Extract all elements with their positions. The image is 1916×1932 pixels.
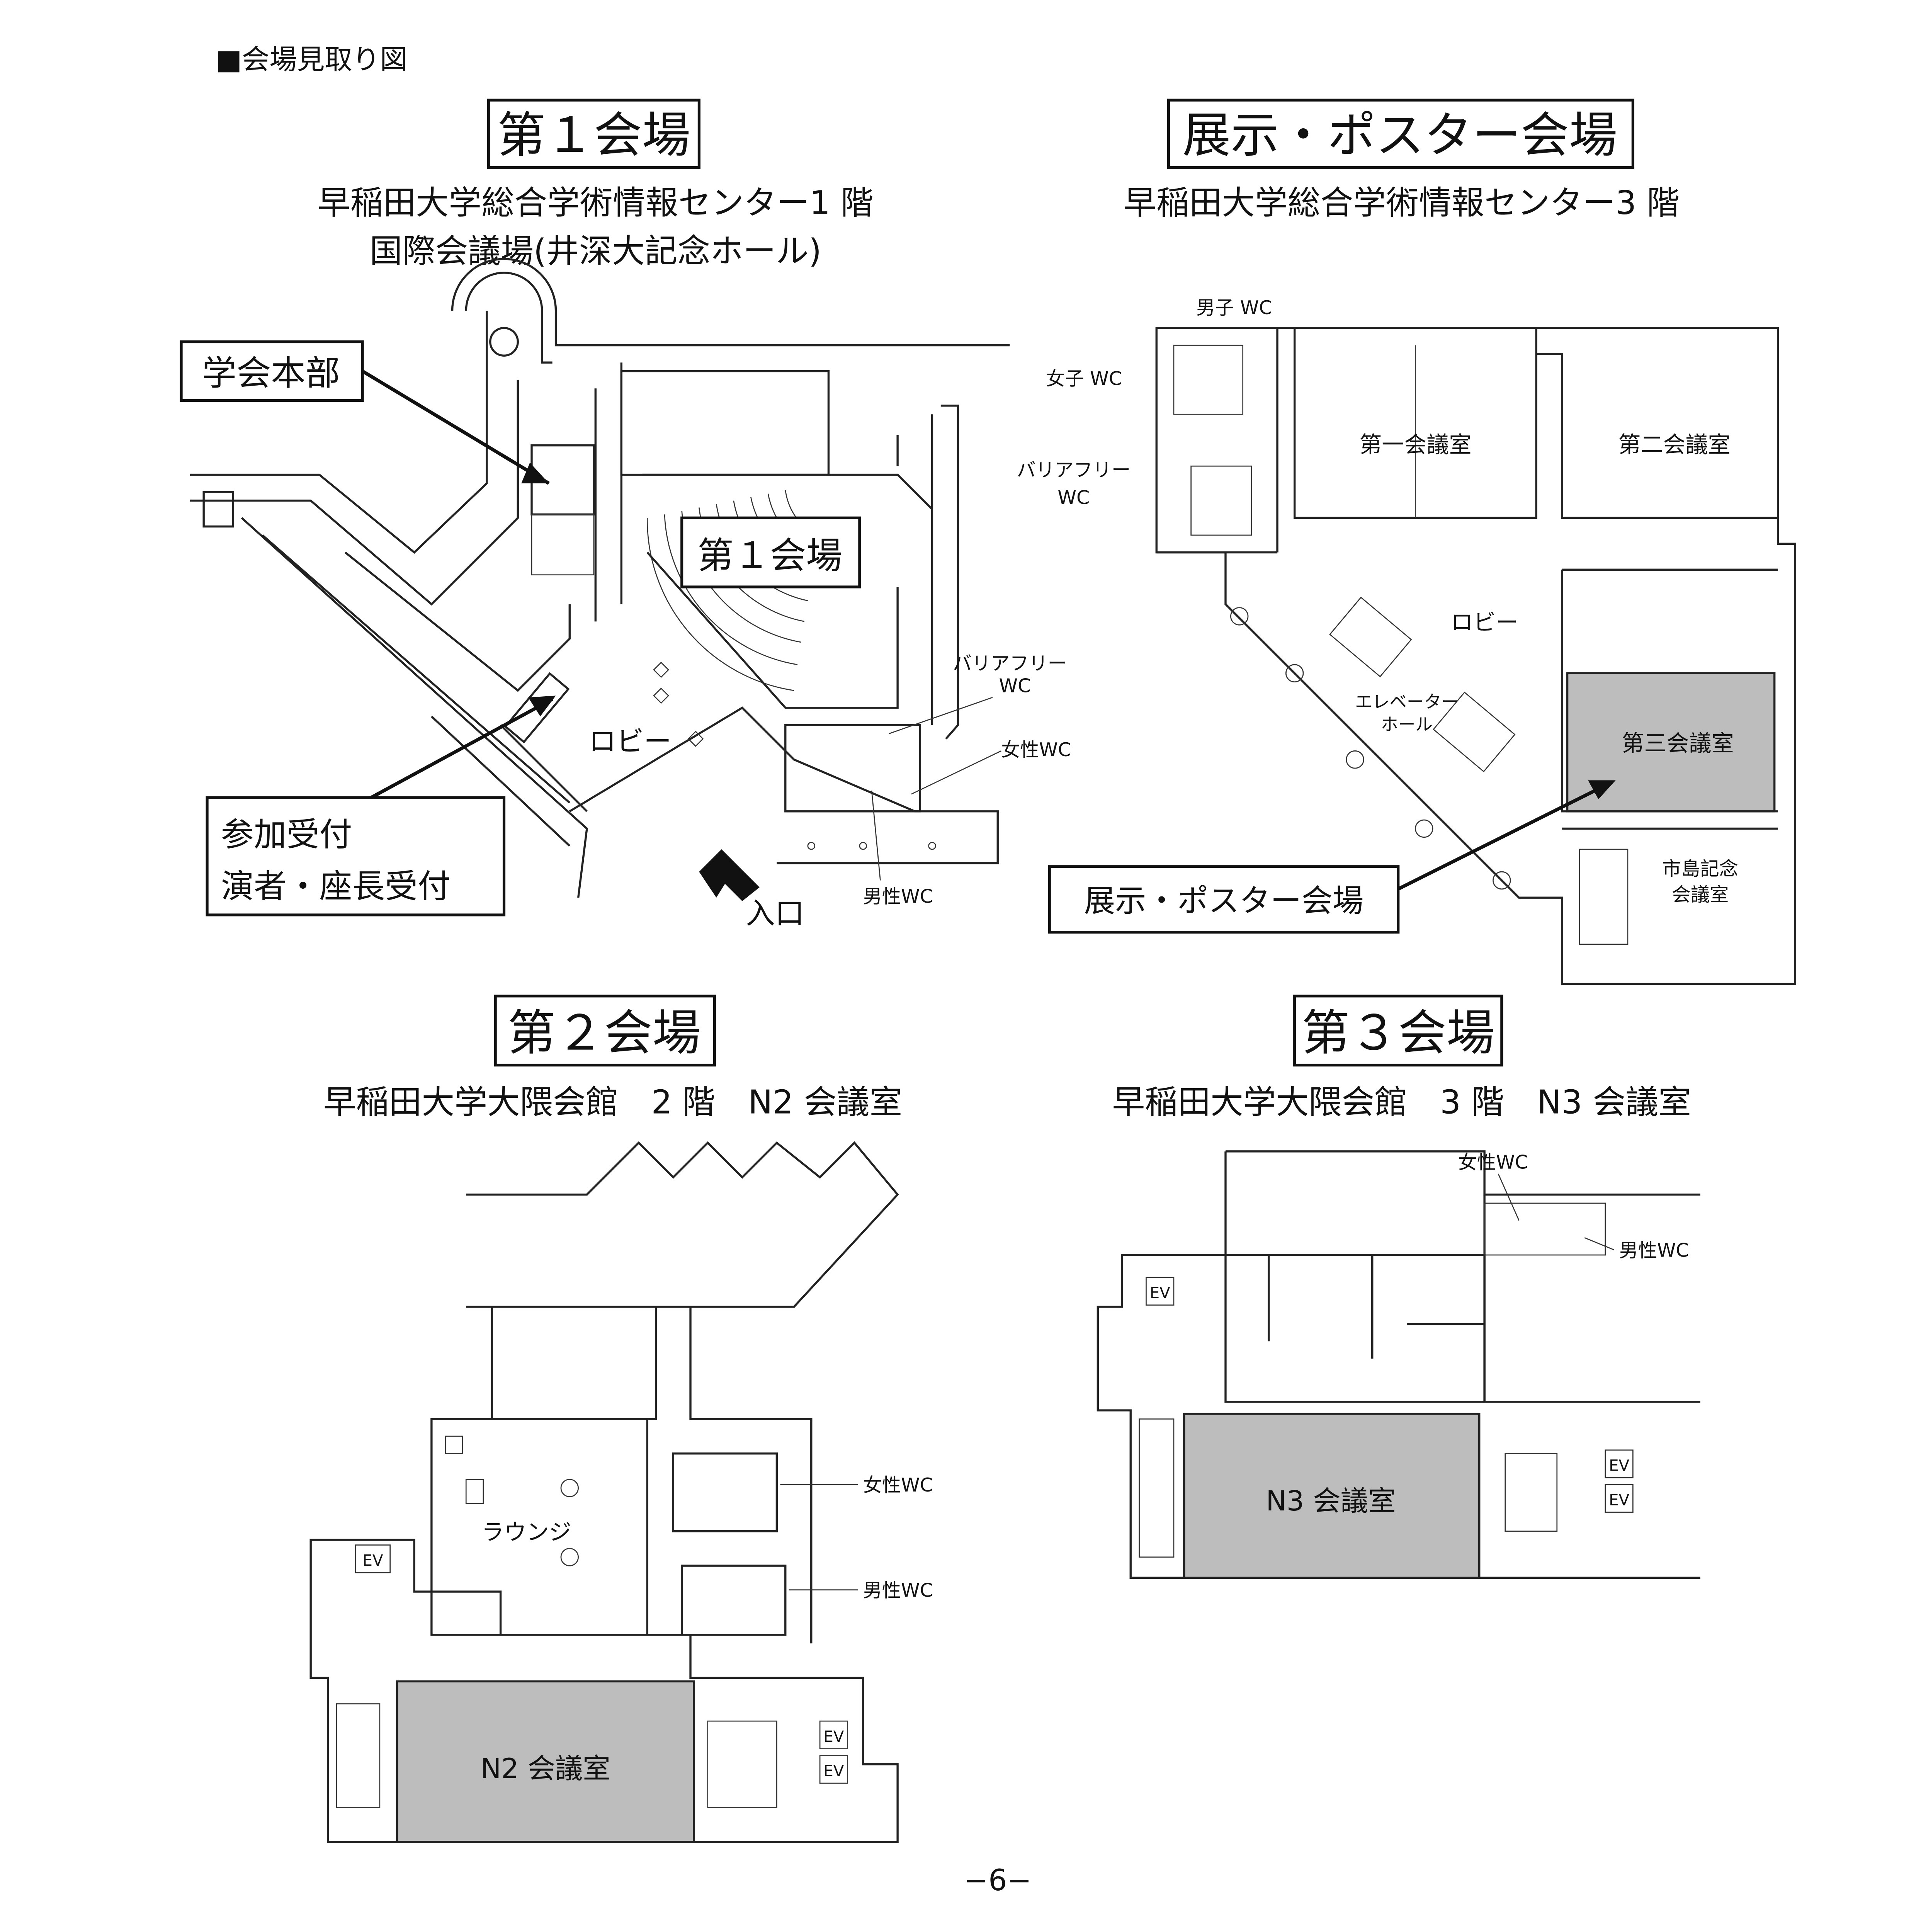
n2-room-shaded (396, 1680, 695, 1843)
women-wc-label: 女性WC (863, 1474, 933, 1496)
room-2-label: 第二会議室 (1618, 432, 1730, 458)
lobby-label: ロビー (1451, 609, 1518, 636)
venue-1-subtitle-1: 早稲田大学総合学術情報センター1 階 (318, 184, 874, 222)
svg-text:EV: EV (823, 1762, 844, 1780)
women-wc-label: 女子 WC (1046, 367, 1122, 389)
floor-plan-venue-1: 学会本部 第１会場 ロビー バリアフリー WC 女性WC 男性WC 参加受付 演… (180, 258, 1071, 930)
ev-box: EV (355, 1544, 391, 1573)
svg-text:EV: EV (1150, 1284, 1170, 1302)
elevator-hall-label-1: エレベーター (1355, 692, 1459, 712)
venue-1-header: 第１会場 早稲田大学総合学術情報センター1 階 国際会議場(井深大記念ホール) (318, 99, 874, 270)
n3-room-label: N3 会議室 (1266, 1485, 1396, 1517)
exhibit-venue-title: 展示・ポスター会場 (1182, 107, 1617, 163)
barrier-free-wc-label-1: バリアフリー (953, 652, 1067, 674)
exhibit-venue-header: 展示・ポスター会場 早稲田大学総合学術情報センター3 階 (1124, 99, 1680, 222)
women-wc-label: 女性WC (1458, 1151, 1528, 1173)
women-wc-label: 女性WC (1001, 738, 1071, 761)
ichishima-label-1: 市島記念 (1662, 857, 1738, 880)
floor-plan-venue-2: EV EV EV ラウンジ 女性WC 男性WC N2 会議室 (309, 1141, 933, 1843)
hall-1-label: 第１会場 (697, 535, 842, 577)
floor-plan-venue-3: EV EV EV 女性WC 男性WC N3 会議室 (1097, 1150, 1700, 1579)
lobby-label: ロビー (588, 725, 671, 757)
svg-text:EV: EV (823, 1728, 844, 1746)
men-wc-label: 男性WC (863, 885, 933, 908)
venue-3-title: 第３会場 (1302, 1005, 1495, 1061)
ichishima-label-2: 会議室 (1672, 883, 1729, 906)
barrier-free-wc-label-2: WC (999, 674, 1031, 697)
section-title: ■会場見取り図 (216, 44, 407, 76)
reception-label-2: 演者・座長受付 (221, 867, 451, 906)
venue-1-subtitle-2: 国際会議場(井深大記念ホール) (370, 232, 822, 270)
ev-box: EV (819, 1720, 848, 1749)
lounge-label: ラウンジ (481, 1519, 571, 1545)
exhibit-label: 展示・ポスター会場 (1084, 883, 1364, 919)
ev-box: EV (819, 1755, 848, 1784)
entrance-arrow-icon (699, 849, 760, 901)
n3-room-shaded (1183, 1413, 1481, 1579)
svg-text:EV: EV (363, 1552, 383, 1570)
ev-box: EV (1605, 1484, 1634, 1513)
men-wc-label: 男子 WC (1196, 296, 1272, 319)
barrier-free-wc-label-1: バリアフリー (1017, 459, 1131, 481)
page-number: −6− (964, 1863, 1032, 1897)
men-wc-label: 男性WC (863, 1579, 933, 1601)
room-3-label: 第三会議室 (1622, 730, 1734, 756)
venue-2-subtitle: 早稲田大学大隈会館 2 階 N2 会議室 (323, 1083, 903, 1122)
hq-label-box (180, 340, 364, 402)
floor-plan-exhibit: 男子 WC 女子 WC バリアフリー WC 第一会議室 第二会議室 ロビー エレ… (1017, 296, 1796, 985)
venue-2-title: 第２会場 (507, 1005, 700, 1061)
venue-2-header: 第２会場 早稲田大学大隈会館 2 階 N2 会議室 (323, 995, 903, 1122)
men-wc-label: 男性WC (1619, 1239, 1689, 1261)
n2-room-label: N2 会議室 (481, 1753, 610, 1785)
barrier-free-wc-label-2: WC (1057, 486, 1090, 509)
venue-3-subtitle: 早稲田大学大隈会館 3 階 N3 会議室 (1112, 1083, 1691, 1122)
entrance-label: 入口 (746, 896, 804, 930)
venue-3-header: 第３会場 早稲田大学大隈会館 3 階 N3 会議室 (1112, 995, 1691, 1122)
elevator-hall-label-2: ホール (1381, 714, 1433, 735)
reception-label-1: 参加受付 (221, 816, 352, 854)
exhibit-venue-subtitle: 早稲田大学総合学術情報センター3 階 (1124, 184, 1680, 222)
venue-1-title: 第１会場 (497, 107, 690, 163)
svg-text:EV: EV (1609, 1457, 1629, 1475)
ev-box: EV (1605, 1449, 1634, 1478)
svg-text:EV: EV (1609, 1492, 1629, 1509)
hq-label: 学会本部 (202, 353, 340, 393)
ev-box: EV (1146, 1277, 1175, 1306)
room-1-label: 第一会議室 (1359, 432, 1471, 458)
